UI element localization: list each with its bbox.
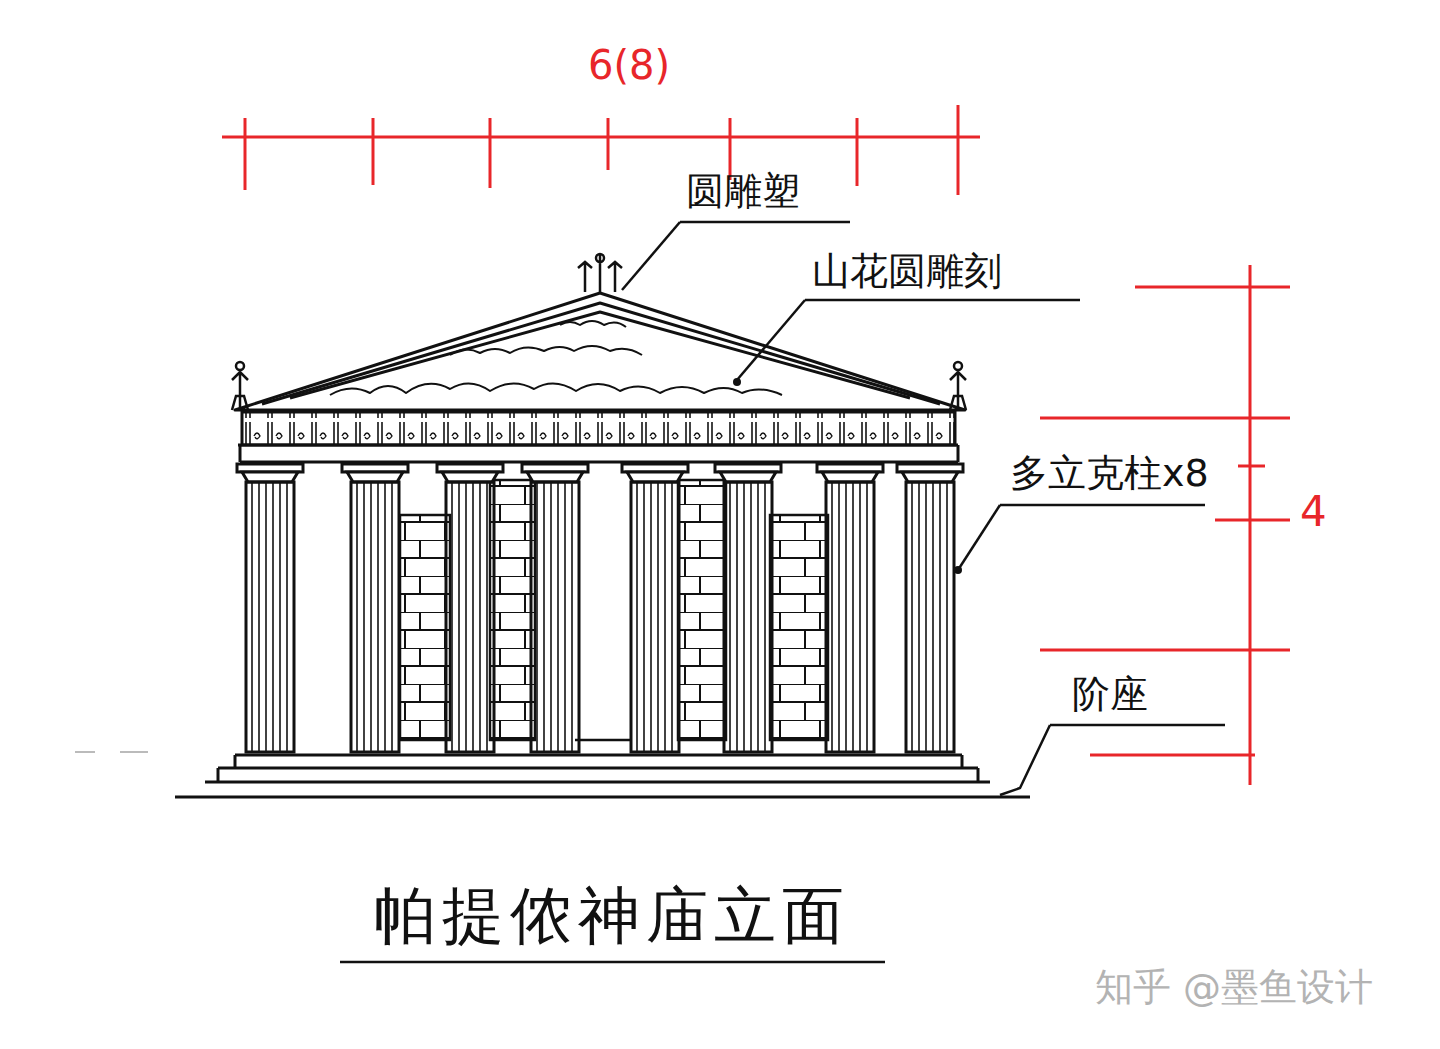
entablature	[238, 412, 958, 462]
dimension-text: 4	[1300, 488, 1327, 536]
callout-label: 多立克柱x8	[1010, 452, 1209, 496]
margin-mark	[75, 751, 148, 753]
callout-label: 圆雕塑	[686, 170, 800, 214]
dimension-text: 6(8)	[588, 42, 670, 88]
leader-dot	[733, 378, 962, 574]
drawing-caption: 帕提侬神庙立面	[374, 880, 850, 951]
pediment	[235, 293, 965, 410]
dimension-line	[1040, 265, 1290, 785]
callout-label: 山花圆雕刻	[812, 250, 1002, 294]
doric-column	[237, 464, 963, 752]
stylobate-steps	[175, 755, 1030, 797]
watermark: 知乎 @墨鱼设计	[1095, 966, 1373, 1010]
callout-label: 阶座	[1072, 673, 1148, 717]
dimension-line	[222, 105, 980, 195]
leader-line	[340, 222, 1225, 962]
